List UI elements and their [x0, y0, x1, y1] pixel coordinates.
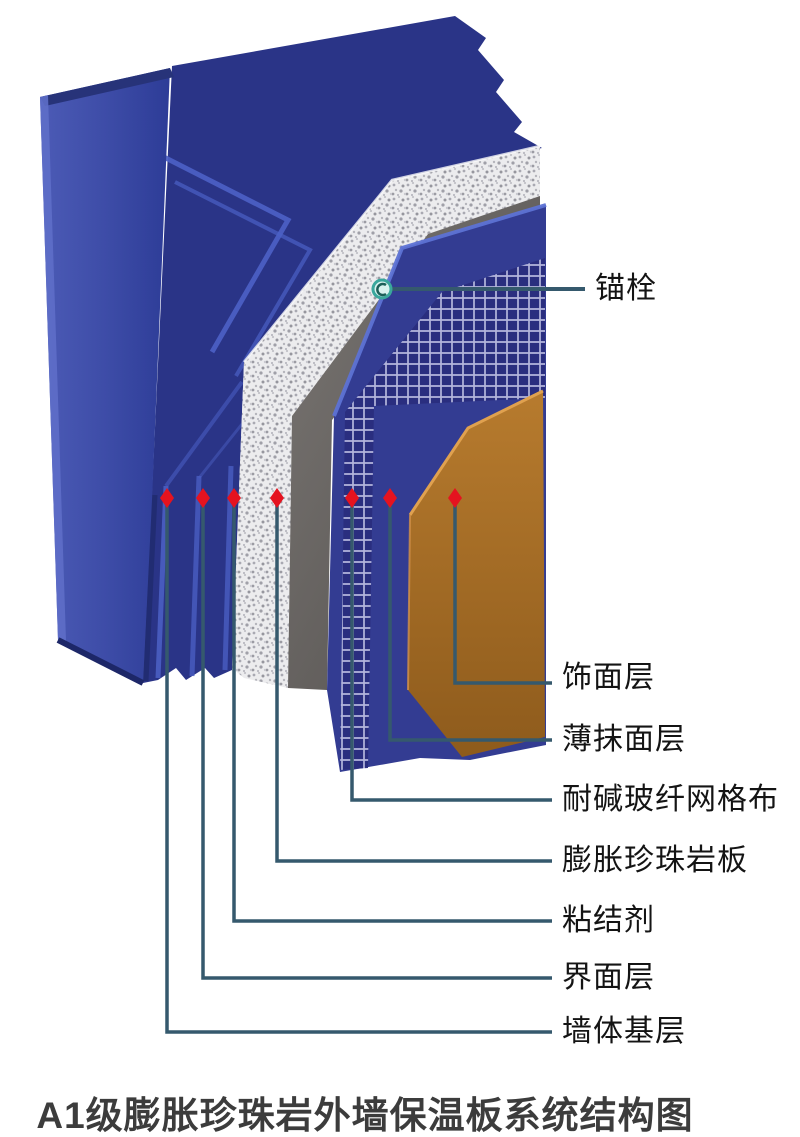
- finish-coat-panel: [407, 389, 545, 757]
- wall-substrate-top-edge: [40, 68, 174, 106]
- marker-thin-render: [383, 488, 397, 508]
- label-anchor-bolt: 锚栓: [595, 272, 657, 305]
- wall-substrate-bottom-edge: [56, 637, 145, 686]
- marker-wall-substrate: [160, 488, 174, 508]
- leader-finish-coat: [453, 505, 552, 685]
- marker-interface-coat: [196, 488, 210, 508]
- layer-leader-lines: [165, 505, 552, 1034]
- perlite-board-face: [232, 146, 540, 688]
- anchor-callout-graphic: [371, 278, 585, 300]
- rear-layers-face: [143, 16, 542, 683]
- diagram-title: A1级膨胀珍珠岩外墙保温板系统结构图: [36, 1095, 694, 1136]
- leader-thin-render: [388, 505, 552, 742]
- glassfiber-mesh-sheet: [340, 258, 545, 770]
- wall-substrate-left-highlight: [40, 95, 66, 641]
- marker-finish-coat: [448, 488, 462, 508]
- perlite-board-layer: [232, 144, 541, 688]
- leader-adhesive: [232, 505, 552, 923]
- label-finish-coat: 饰面层: [562, 661, 655, 694]
- label-interface-coat: 界面层: [562, 961, 655, 994]
- finish-coat-face: [408, 391, 545, 757]
- marker-glassfiber-mesh: [345, 488, 359, 508]
- leader-wall-substrate: [165, 505, 552, 1034]
- marker-adhesive: [227, 488, 241, 508]
- leader-glassfiber-mesh: [350, 505, 552, 802]
- wall-substrate-face: [40, 68, 170, 683]
- label-perlite-board: 膨胀珍珠岩板: [562, 844, 748, 877]
- marker-perlite-board: [270, 488, 284, 508]
- label-wall-substrate: 墙体基层: [562, 1015, 686, 1048]
- layer-markers: [160, 488, 462, 508]
- label-adhesive: 粘结剂: [562, 904, 655, 937]
- leader-perlite-board: [275, 505, 552, 863]
- label-glassfiber-mesh: 耐碱玻纤网格布: [562, 783, 779, 816]
- leader-interface-coat: [201, 505, 552, 980]
- wall-substrate-block: [40, 68, 174, 686]
- label-thin-render: 薄抹面层: [562, 723, 686, 756]
